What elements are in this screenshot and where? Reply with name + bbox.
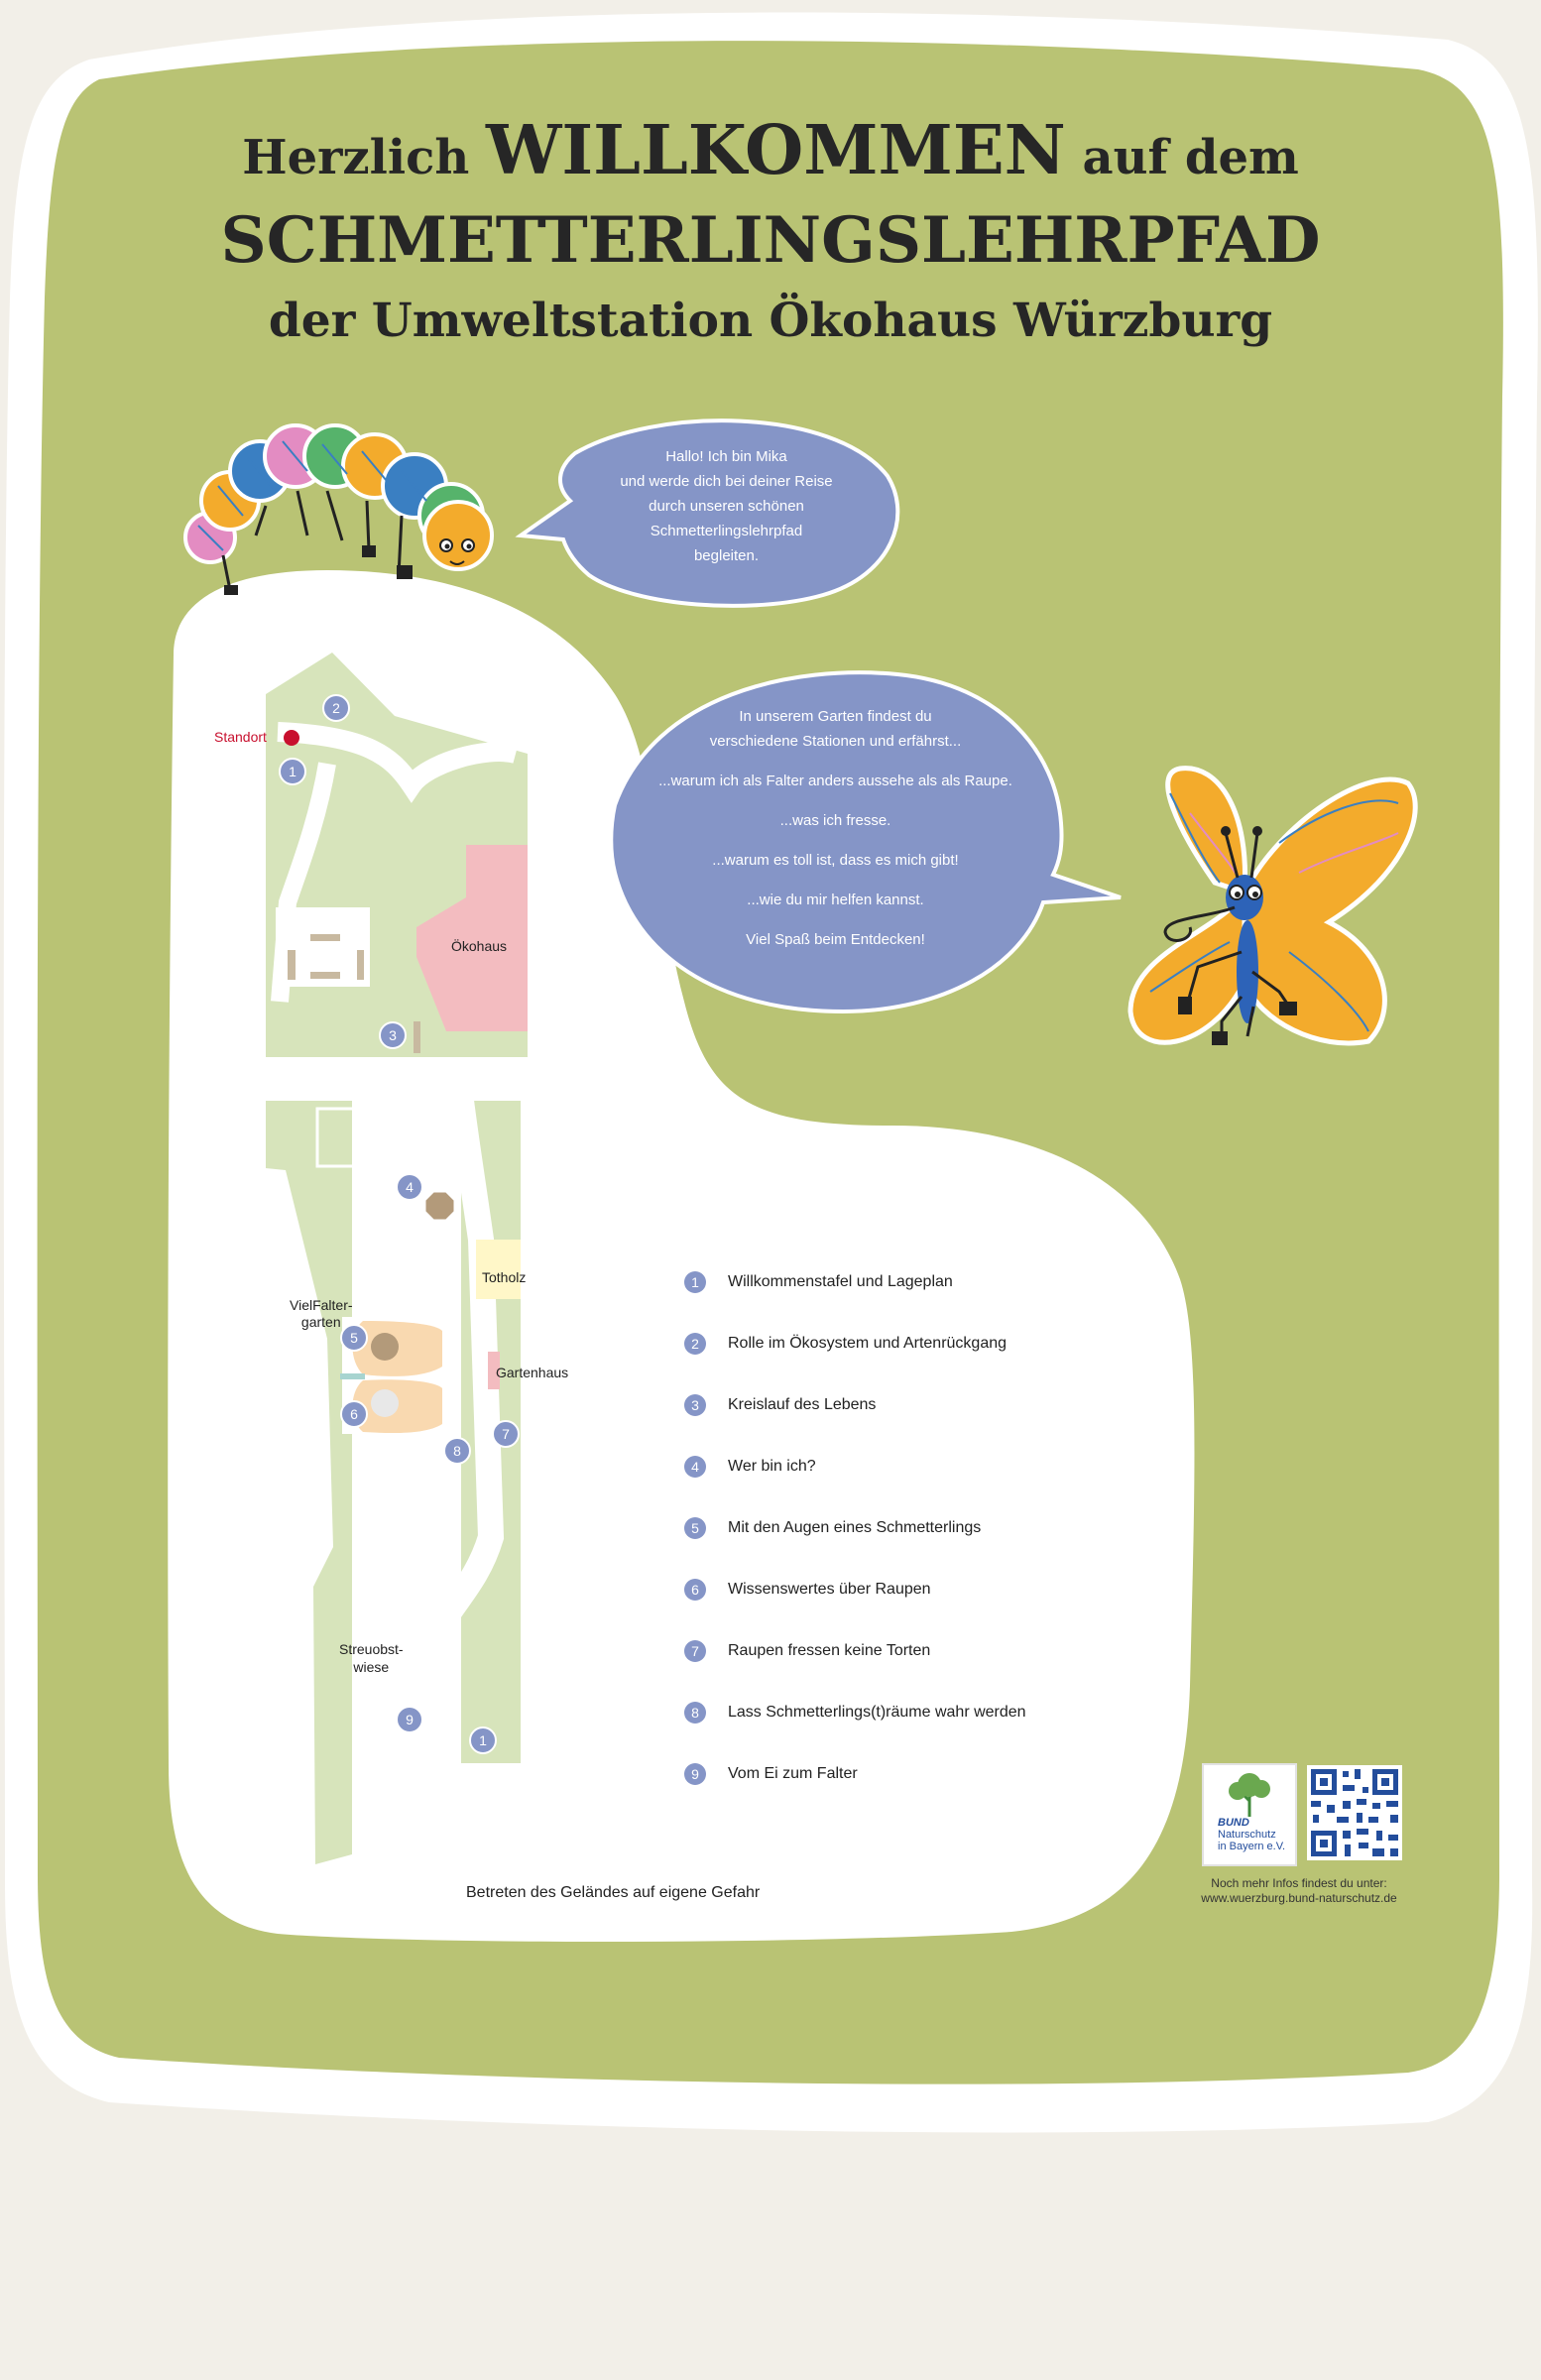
butterfly-mascot	[1127, 766, 1418, 1046]
map-marker-1-bottom: 1	[469, 1726, 497, 1754]
map-marker-8: 8	[443, 1437, 471, 1465]
gartenhaus-building	[488, 1352, 500, 1389]
map-gazebo	[422, 1189, 457, 1223]
disclaimer-text: Betreten des Geländes auf eigene Gefahr	[466, 1884, 761, 1901]
website-link: www.wuerzburg.bund-naturschutz.de	[1201, 1891, 1397, 1905]
map-path-left	[271, 762, 336, 1003]
streuobstwiese-label: Streuobst-wiese	[339, 1641, 404, 1675]
oekohaus-building	[416, 845, 528, 1031]
oekohaus-label: Ökohaus	[451, 938, 508, 954]
caterpillar-mascot	[183, 423, 494, 595]
map-marker-9: 9	[396, 1706, 423, 1733]
standort-dot	[284, 730, 299, 746]
speech-bubble-2	[609, 670, 1122, 1014]
map-marker-2: 2	[322, 694, 350, 722]
speech-bubble-1-text: Hallo! Ich bin Mika und werde dich bei d…	[620, 448, 833, 564]
tree-icon	[1229, 1773, 1270, 1817]
map-marker-7: 7	[492, 1420, 520, 1448]
map-bench-5	[414, 1021, 420, 1053]
speech-bubble-1	[515, 418, 900, 608]
map-lower-area	[266, 1101, 352, 1864]
map-marker-5: 5	[340, 1324, 368, 1352]
title-line-1: Herzlich WILLKOMMEN auf dem	[242, 111, 1299, 190]
map-marker-3: 3	[379, 1021, 407, 1049]
vielfalter-label: VielFalter-garten	[290, 1297, 353, 1330]
totholz-label: Totholz	[482, 1269, 527, 1285]
map-bench-2	[310, 934, 340, 941]
map-path-curve	[277, 722, 519, 803]
map-bench-1	[288, 950, 296, 980]
map-bench-3	[310, 972, 340, 979]
map-marker-1-top: 1	[279, 758, 306, 785]
totholz-area	[476, 1240, 521, 1299]
qr-code-icon	[1307, 1765, 1402, 1860]
map-bench-4	[357, 950, 364, 980]
title-willkommen: WILLKOMMEN	[485, 111, 1066, 190]
gartenhaus-label: Gartenhaus	[496, 1365, 569, 1380]
title-line-2: SCHMETTERLINGSLEHRPFAD	[220, 203, 1321, 278]
map-beds-2	[380, 1107, 428, 1168]
map-path-east	[423, 1099, 505, 1755]
map-beds-1	[315, 1107, 381, 1168]
title-line-3: der Umweltstation Ökohaus Würzburg	[268, 294, 1273, 348]
more-info-text: Noch mehr Infos findest du unter: www.wu…	[1170, 1876, 1428, 1906]
map-marker-6: 6	[340, 1400, 368, 1428]
map-marker-4: 4	[396, 1173, 423, 1201]
standort-label: Standort	[214, 729, 267, 745]
speech-bubble-2-text: In unserem Garten findest du verschieden…	[658, 708, 1012, 948]
bund-logo: BUND Naturschutz in Bayern e.V.	[1202, 1763, 1297, 1866]
